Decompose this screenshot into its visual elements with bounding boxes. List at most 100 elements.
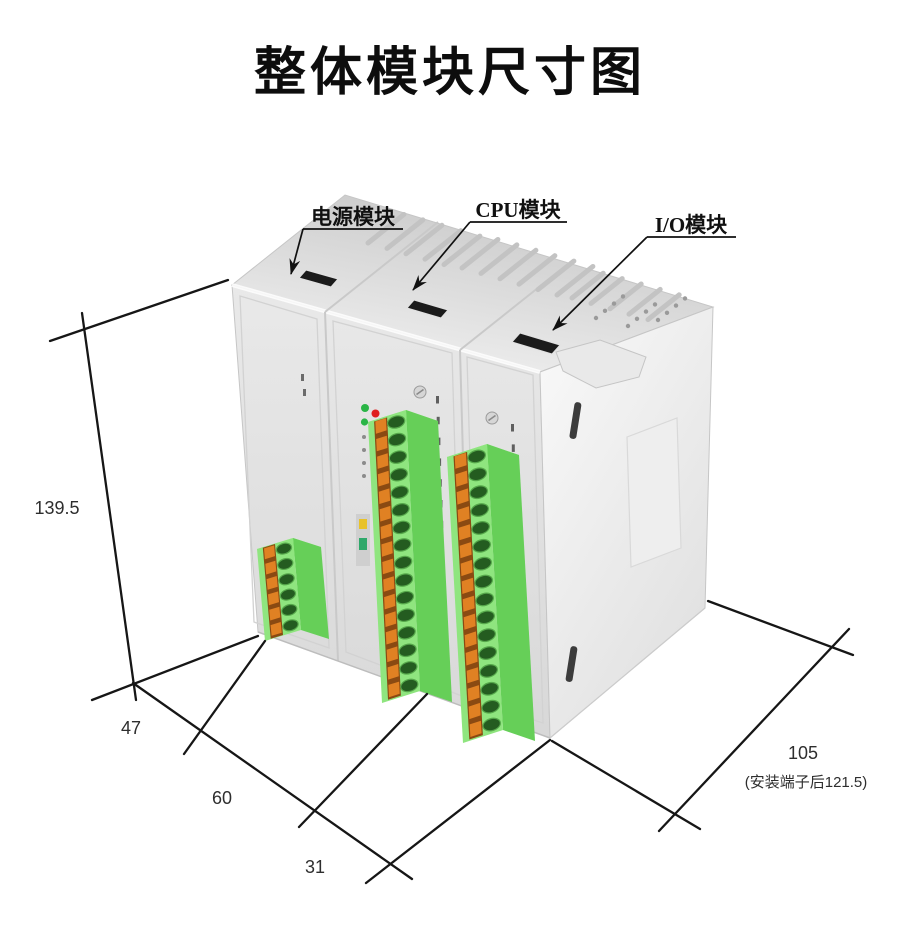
vent-slot	[535, 258, 577, 293]
led-off	[362, 448, 366, 452]
screw-slot	[488, 414, 496, 422]
wire-hole	[400, 662, 417, 674]
vent-slot	[384, 217, 426, 251]
contact	[382, 558, 394, 575]
vent-slot	[441, 233, 483, 268]
wire-hole	[472, 522, 489, 534]
contact	[264, 545, 275, 560]
contact	[469, 720, 482, 737]
contact	[456, 488, 469, 505]
contact-strip	[374, 417, 401, 700]
cpu-module-label: CPU模块	[475, 198, 561, 222]
contact	[459, 542, 472, 559]
contact	[268, 591, 279, 606]
vent-dash	[511, 444, 515, 452]
wire-hole	[389, 451, 406, 463]
vent-hole	[593, 315, 599, 321]
side-slot-top	[569, 402, 582, 439]
vent-slot	[422, 228, 464, 262]
dimension-annotations: 139.5 47 60 31 105 (安装端子后121.5)	[34, 278, 867, 885]
contact	[457, 506, 470, 523]
wire-hole	[399, 644, 416, 656]
error-led	[371, 409, 380, 418]
vent-hole	[643, 309, 649, 314]
vent-hole	[673, 303, 679, 308]
vent-slot	[459, 236, 501, 271]
vent-hole	[634, 316, 640, 321]
terminal-block-power	[257, 538, 329, 641]
power-module-label: 电源模块	[311, 205, 396, 229]
contact	[381, 541, 393, 557]
wire-hole	[393, 521, 410, 533]
terminal-side-face	[293, 538, 329, 639]
vent-hole	[625, 323, 631, 329]
wire-hole	[395, 556, 412, 569]
terminal-block-cpu	[368, 410, 452, 703]
dim-height: 139.5	[34, 498, 79, 518]
contact	[463, 613, 476, 630]
wire-hole	[283, 620, 298, 631]
plc-device	[230, 194, 715, 743]
terminal-block-io	[447, 444, 535, 743]
terminal-side-face	[406, 410, 452, 702]
dim-depth: 105	[788, 743, 818, 763]
cpu-port-pin-green	[359, 538, 367, 550]
contact	[380, 523, 392, 540]
vent-slot	[588, 276, 625, 306]
seam-top-1	[324, 221, 439, 313]
wire-hole	[389, 434, 406, 446]
wire-hole	[276, 543, 291, 554]
terminal-side-face	[487, 444, 535, 741]
top-vent-slots	[365, 211, 688, 329]
contact	[461, 577, 474, 594]
depth-ext-back	[706, 599, 855, 657]
contact	[386, 646, 398, 663]
contact	[375, 418, 387, 434]
vent-dash	[436, 396, 439, 404]
wire-hole	[397, 609, 414, 621]
seam-power-cpu	[324, 311, 339, 662]
wire-hole	[475, 575, 492, 588]
vent-slot	[554, 263, 596, 298]
contact	[466, 667, 479, 684]
edge-highlight	[231, 283, 541, 374]
contact	[462, 595, 475, 612]
wire-hole	[280, 589, 295, 600]
power-top-slot	[298, 269, 339, 288]
contact	[464, 631, 477, 648]
label-power-module: 电源模块	[289, 205, 403, 275]
dim-width-power: 47	[121, 718, 141, 738]
wire-hole	[278, 559, 293, 569]
wire-hole	[483, 718, 500, 731]
contact	[387, 664, 399, 680]
wire-hole	[476, 593, 493, 606]
side-slot-bottom	[565, 646, 578, 682]
contact	[455, 470, 468, 487]
wire-hole	[401, 679, 418, 692]
contact	[384, 611, 397, 627]
vent-slot	[645, 292, 682, 323]
vent-slot	[516, 253, 558, 287]
contact	[460, 559, 473, 577]
module-labels: 电源模块 CPU模块 I/O模块	[289, 198, 736, 331]
wire-hole	[470, 486, 487, 498]
label-io-module: I/O模块	[552, 213, 736, 331]
contact	[379, 505, 391, 522]
wire-hole	[480, 665, 497, 677]
width-ext-3	[297, 692, 429, 829]
vent-dash	[303, 389, 306, 396]
wire-hole	[481, 683, 498, 695]
io-top-slot	[511, 332, 561, 355]
vent-hole	[602, 308, 608, 313]
cpu-top-slot	[406, 299, 449, 319]
contact	[388, 681, 400, 698]
vent-slot	[478, 242, 520, 276]
page-title: 整体模块尺寸图	[254, 44, 646, 102]
wire-hole	[479, 647, 496, 659]
width-chain-line	[131, 681, 414, 881]
contact	[265, 560, 277, 575]
led-off	[362, 461, 366, 465]
contact	[385, 628, 398, 645]
contact	[376, 435, 388, 452]
wire-hole	[469, 468, 486, 480]
